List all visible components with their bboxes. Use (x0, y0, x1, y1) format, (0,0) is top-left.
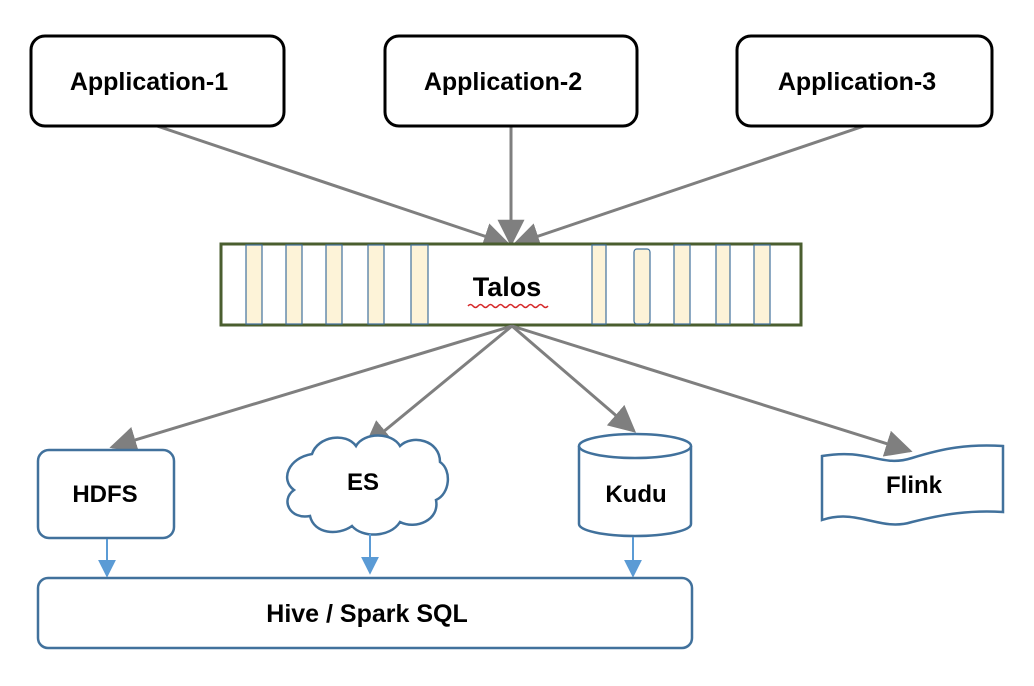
talos-queue: Talos (219, 242, 803, 327)
kudu-label: Kudu (605, 481, 666, 508)
talos-partition (367, 244, 385, 325)
arrow-talos-to-flink (511, 324, 913, 457)
talos-label: Talos (473, 272, 542, 302)
hive-spark-sql-node: Hive / Spark SQL (36, 576, 694, 650)
kudu-node: Kudu (577, 432, 693, 538)
arrow-app1-to-talos (156, 124, 511, 250)
talos-partition (410, 244, 429, 325)
talos-partition (245, 244, 263, 325)
es-cloud-shape (285, 434, 449, 536)
arrow-talos-to-hdfs (109, 324, 513, 453)
hive-spark-sql-label: Hive / Spark SQL (266, 600, 467, 628)
talos-partitions (245, 244, 771, 325)
es-label: ES (347, 469, 379, 496)
application-3-box: Application-3 (735, 34, 994, 128)
application-1-box: Application-1 (29, 34, 286, 128)
kudu-cylinder-body (577, 446, 693, 538)
app-to-talos-arrows (156, 124, 865, 250)
talos-queue-body (219, 242, 803, 327)
talos-to-sink-arrows (109, 324, 913, 457)
flink-label: Flink (886, 472, 943, 499)
talos-partition (285, 244, 303, 325)
arrow-talos-to-kudu (511, 324, 637, 433)
talos-partition (591, 244, 607, 325)
arrow-talos-to-es (363, 324, 513, 448)
talos-partition (753, 244, 771, 325)
application-2-label: Application-2 (424, 68, 582, 96)
talos-partition (633, 248, 651, 325)
application-3-label: Application-3 (778, 68, 936, 96)
application-2-box: Application-2 (383, 34, 639, 128)
spellcheck-underline (467, 303, 549, 309)
arrow-app3-to-talos (512, 124, 865, 250)
kudu-cylinder-top (577, 432, 693, 460)
hdfs-node: HDFS (36, 448, 176, 540)
hdfs-label: HDFS (72, 481, 137, 508)
flink-banner-shape (820, 444, 1005, 526)
application-1-label: Application-1 (70, 68, 228, 96)
sink-to-query-arrows (98, 534, 642, 578)
talos-partition (715, 244, 731, 325)
talos-partition (673, 244, 691, 325)
flink-node: Flink (820, 444, 1005, 526)
talos-partition (325, 244, 343, 325)
es-node: ES (285, 434, 449, 536)
